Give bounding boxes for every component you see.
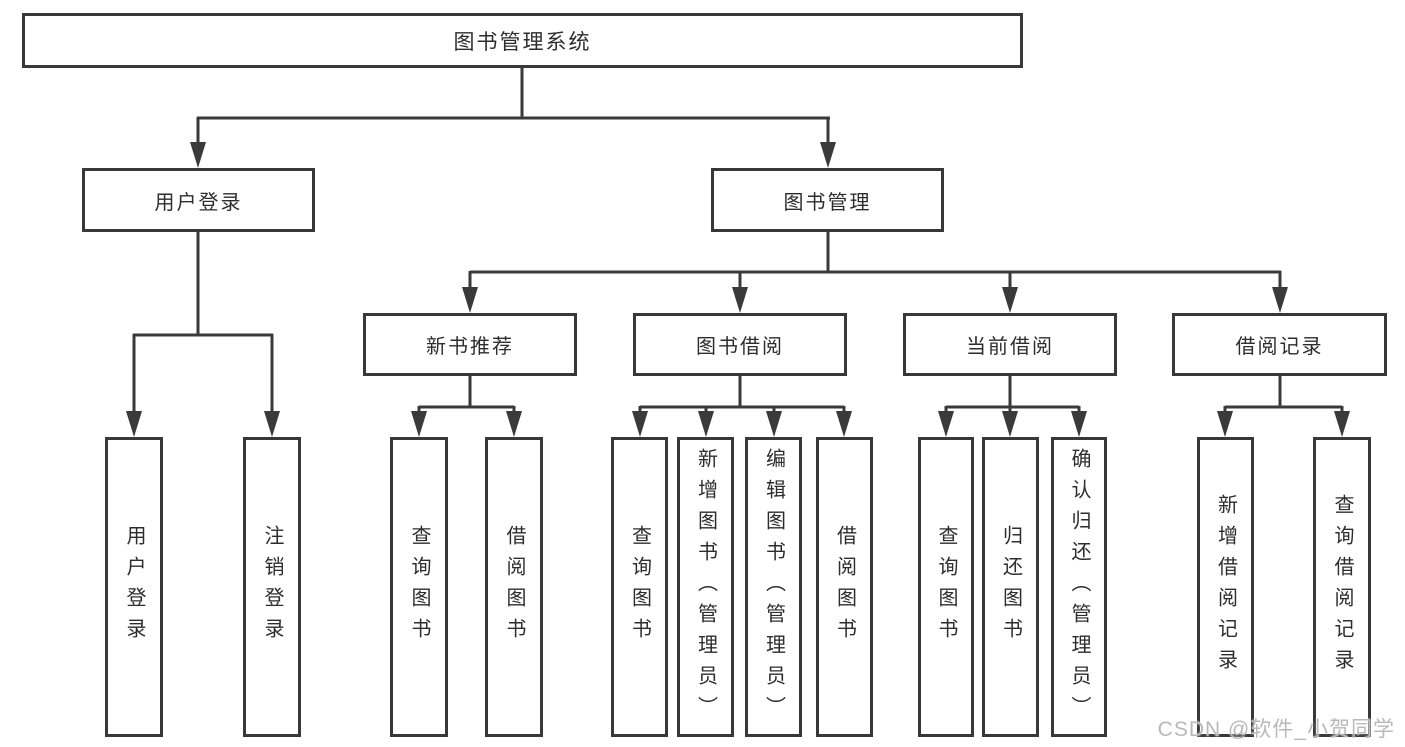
leaf-borrow-borrow-book: 借阅图书 [816, 437, 873, 737]
leaf-borrow-borrow-book-label: 借阅图书 [833, 525, 856, 649]
leaf-user-login-label: 用户登录 [123, 525, 145, 649]
node-current-borrow: 当前借阅 [903, 313, 1117, 376]
leaf-current-confirm-return-admin: 确认归还（管理员） [1051, 437, 1107, 737]
node-book-borrow-label: 图书借阅 [696, 336, 784, 358]
leaf-recommend-query-book-label: 查询图书 [408, 525, 430, 649]
leaf-borrow-edit-book-admin: 编辑图书（管理员） [745, 437, 802, 737]
leaf-recommend-borrow-book: 借阅图书 [485, 437, 543, 737]
node-borrow-records-label: 借阅记录 [1235, 336, 1324, 358]
leaf-current-query-book-label: 查询图书 [935, 525, 957, 649]
leaf-logout-login-label: 注销登录 [261, 525, 283, 649]
leaf-borrow-add-book-admin-label: 新增图书（管理员） [694, 447, 717, 727]
leaf-recommend-borrow-book-label: 借阅图书 [503, 525, 525, 649]
leaf-record-add-record: 新增借阅记录 [1197, 437, 1254, 737]
leaf-current-query-book: 查询图书 [918, 437, 974, 737]
node-new-book-recommend-label: 新书推荐 [426, 336, 514, 358]
node-new-book-recommend: 新书推荐 [363, 313, 577, 376]
leaf-borrow-add-book-admin: 新增图书（管理员） [677, 437, 734, 737]
leaf-current-return-book: 归还图书 [982, 437, 1039, 737]
watermark: CSDN @软件_小贺同学 [1157, 718, 1395, 741]
leaf-logout-login: 注销登录 [243, 437, 301, 737]
leaf-record-query-record: 查询借阅记录 [1313, 437, 1371, 737]
node-book-management: 图书管理 [711, 168, 944, 232]
node-user-login: 用户登录 [82, 168, 315, 232]
node-root-label: 图书管理系统 [453, 30, 592, 54]
node-user-login-label: 用户登录 [154, 191, 243, 214]
leaf-borrow-edit-book-admin-label: 编辑图书（管理员） [762, 447, 785, 727]
node-book-borrow: 图书借阅 [633, 313, 847, 376]
node-borrow-records: 借阅记录 [1172, 313, 1387, 376]
leaf-record-add-record-label: 新增借阅记录 [1214, 494, 1237, 680]
leaf-recommend-query-book: 查询图书 [390, 437, 448, 737]
leaf-borrow-query-book-label: 查询图书 [628, 525, 651, 649]
node-book-management-label: 图书管理 [783, 191, 872, 214]
leaf-current-return-book-label: 归还图书 [999, 525, 1022, 649]
leaf-user-login: 用户登录 [105, 437, 163, 737]
leaf-current-confirm-return-admin-label: 确认归还（管理员） [1068, 447, 1090, 727]
node-current-borrow-label: 当前借阅 [966, 336, 1054, 358]
leaf-record-query-record-label: 查询借阅记录 [1331, 494, 1353, 680]
leaf-borrow-query-book: 查询图书 [611, 437, 668, 737]
node-root: 图书管理系统 [22, 13, 1023, 68]
